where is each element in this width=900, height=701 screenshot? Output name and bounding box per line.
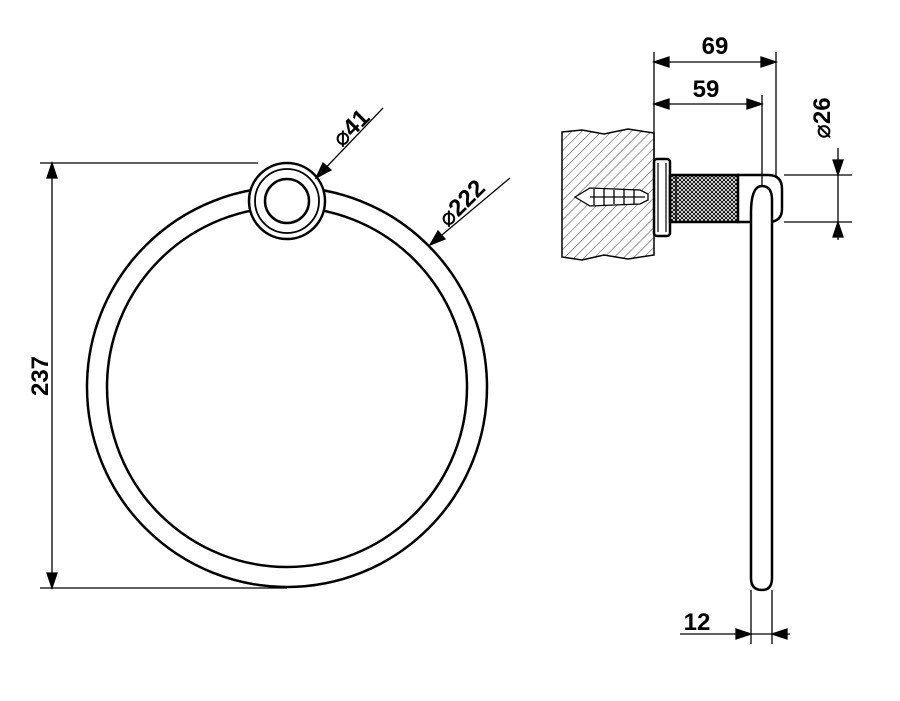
- post-depth-dimension: [651, 95, 765, 186]
- wall-anchor: [573, 187, 649, 207]
- overall-height-label: 237: [27, 356, 54, 396]
- wall-base-inner: [254, 168, 320, 234]
- ring-diameter-leader: [428, 177, 511, 247]
- post-depth-label: 59: [693, 76, 720, 103]
- total-depth-label: 69: [702, 33, 729, 60]
- post-diameter-symbol: ⌀: [809, 124, 836, 138]
- ring-rod-profile: [749, 184, 774, 592]
- knurled-post: [668, 173, 740, 224]
- rod-thickness-label: 12: [684, 609, 711, 636]
- ring-outer-edge: [85, 185, 489, 589]
- ring-inner-edge: [105, 205, 469, 569]
- base-diameter-leader: [314, 107, 384, 180]
- wall-base-outer: [247, 161, 327, 241]
- wall-base-cap: [263, 177, 311, 225]
- mounting-flange: [652, 157, 672, 238]
- rod-thickness-dimension: [680, 590, 790, 644]
- post-diameter-label: ⌀26: [809, 97, 836, 138]
- front-view: [85, 161, 489, 589]
- total-depth-dimension: [651, 52, 779, 178]
- post-diameter-dimension: [784, 148, 852, 240]
- ring-diameter-label: ⌀222: [433, 175, 491, 233]
- base-diameter-label: ⌀41: [327, 104, 375, 152]
- height-dimension: [40, 160, 287, 591]
- post-diameter-value: 26: [809, 97, 836, 124]
